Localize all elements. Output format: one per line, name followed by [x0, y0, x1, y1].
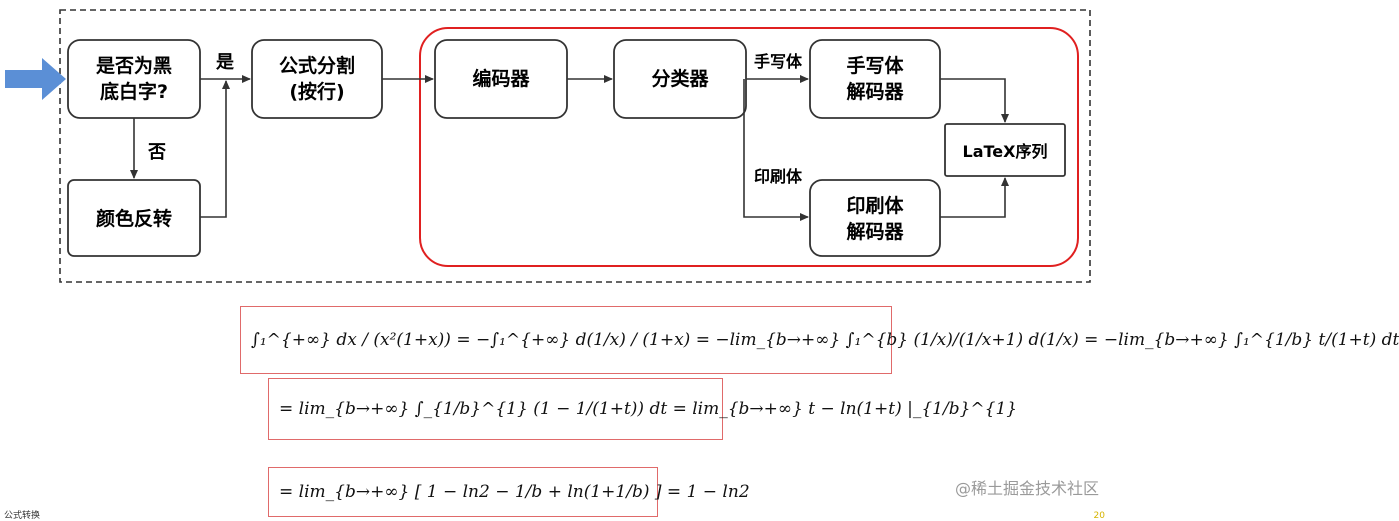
node-is-black-bg-line2: 底白字?: [100, 80, 168, 103]
node-formula-split: 公式分割 (按行): [251, 39, 383, 119]
formula-line-1: ∫₁^{+∞} dx / (x²(1+x)) = −∫₁^{+∞} d(1/x)…: [240, 306, 1399, 374]
dashed-frame: [59, 9, 1091, 283]
formula-line-2: = lim_{b→+∞} ∫_{1/b}^{1} (1 − 1/(1+t)) d…: [268, 378, 1017, 440]
node-handwritten-decoder-line1: 手写体: [846, 54, 904, 77]
edge-label-printed: 印刷体: [754, 167, 803, 186]
node-is-black-bg-line1: 是否为黑: [96, 54, 172, 77]
node-printed-decoder-line2: 解码器: [846, 220, 904, 243]
node-handwritten-decoder-line2: 解码器: [846, 80, 904, 103]
node-printed-decoder: 印刷体 解码器: [809, 179, 941, 257]
corner-label: 公式转换: [4, 511, 41, 521]
node-classifier: 分类器: [613, 39, 747, 119]
node-classifier-label: 分类器: [651, 67, 709, 90]
edge-handwritten-to-latex: [940, 78, 1009, 123]
node-latex-sequence-label: LaTeX序列: [963, 142, 1048, 161]
edge-label-no: 否: [147, 142, 166, 163]
node-is-black-bg: 是否为黑 底白字?: [67, 39, 201, 119]
node-invert-color: 颜色反转: [67, 179, 201, 257]
node-printed-decoder-line1: 印刷体: [846, 194, 904, 217]
edge-printed-to-latex: [940, 177, 1009, 218]
node-encoder-label: 编码器: [472, 67, 530, 90]
edge-label-handwritten: 手写体: [754, 52, 803, 71]
edge-label-yes: 是: [215, 52, 234, 73]
watermark: @稀土掘金技术社区: [954, 479, 1099, 498]
node-invert-color-label: 颜色反转: [96, 207, 172, 230]
formula-line-3: = lim_{b→+∞} [ 1 − ln2 − 1/b + ln(1+1/b)…: [268, 467, 750, 517]
flowchart: 是否为黑 底白字? 公式分割 (按行) 颜色反转 编码器 分类器 手写体 解码器…: [5, 9, 1091, 283]
node-encoder: 编码器: [434, 39, 568, 119]
edge-classifier-to-printed: [743, 79, 809, 221]
edge-invert-to-merge: [200, 80, 230, 218]
node-latex-sequence: LaTeX序列: [944, 123, 1066, 177]
page-number: 20: [1093, 511, 1105, 521]
model-frame: [419, 27, 1079, 267]
node-formula-split-line2: (按行): [289, 80, 344, 103]
node-handwritten-decoder: 手写体 解码器: [809, 39, 941, 119]
input-arrow: [5, 58, 66, 100]
node-formula-split-line1: 公式分割: [279, 54, 355, 77]
